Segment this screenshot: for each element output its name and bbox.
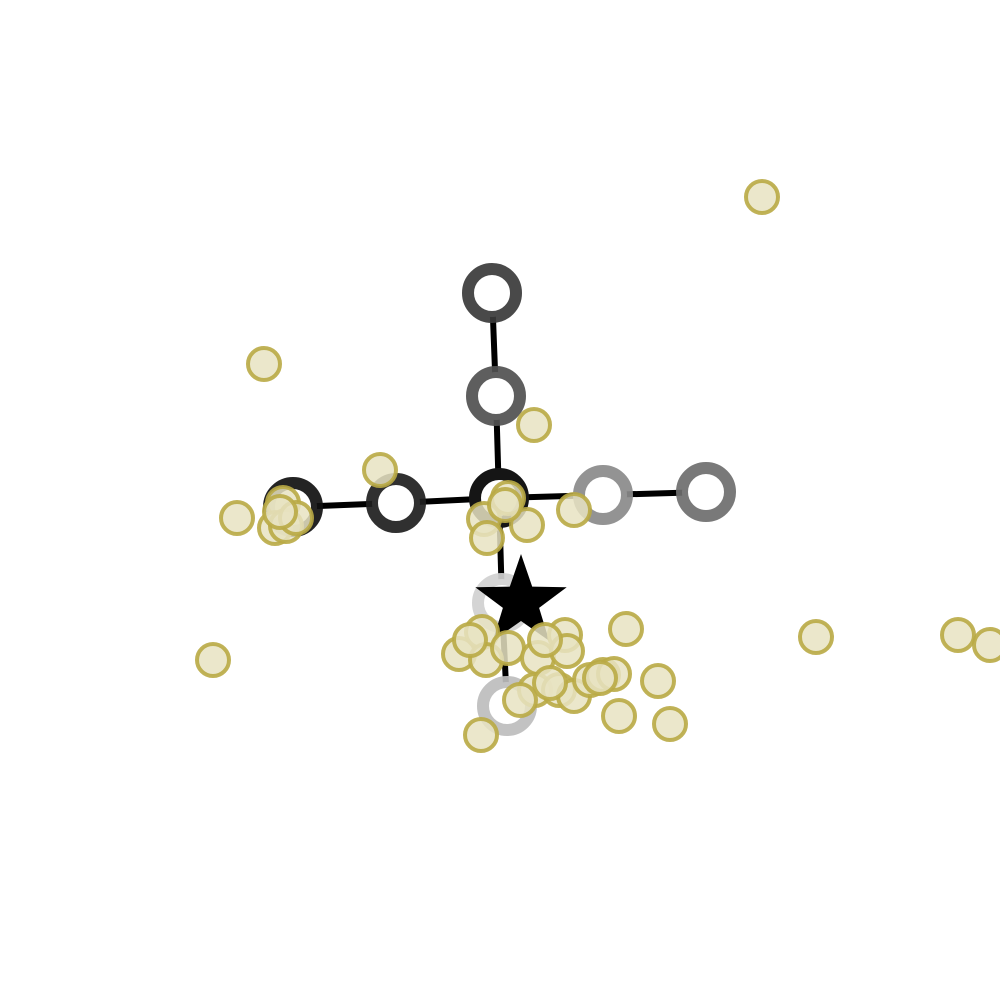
star-marker — [475, 554, 567, 641]
node-up-1 — [466, 366, 526, 426]
scatter-point — [219, 500, 255, 536]
marker-layer — [475, 554, 567, 641]
scatter-point — [972, 627, 1000, 663]
scatter-point — [798, 619, 834, 655]
scatter-point — [744, 179, 780, 215]
scatter-point — [509, 507, 545, 543]
scatter-point — [487, 487, 523, 523]
scatter-point — [532, 665, 568, 701]
scatter-point — [527, 622, 563, 658]
scatter-point — [463, 717, 499, 753]
scatter-point — [601, 698, 637, 734]
scatter-layer — [195, 179, 1000, 753]
scatter-point — [652, 706, 688, 742]
scatter-point — [582, 660, 618, 696]
node-up-2 — [462, 263, 522, 323]
scatter-point — [502, 682, 538, 718]
scatter-point — [362, 452, 398, 488]
scatter-point — [608, 611, 644, 647]
scatter-point — [195, 642, 231, 678]
scatter-point — [940, 617, 976, 653]
scatter-point — [246, 346, 282, 382]
scatter-point — [490, 630, 526, 666]
scatter-point — [452, 622, 488, 658]
scatter-point — [640, 663, 676, 699]
scatter-point — [556, 492, 592, 528]
scatter-point — [516, 407, 552, 443]
node-right-2 — [676, 462, 736, 522]
scatter-point — [262, 494, 298, 530]
node-left-1 — [366, 473, 426, 533]
scatter-point — [469, 520, 505, 556]
